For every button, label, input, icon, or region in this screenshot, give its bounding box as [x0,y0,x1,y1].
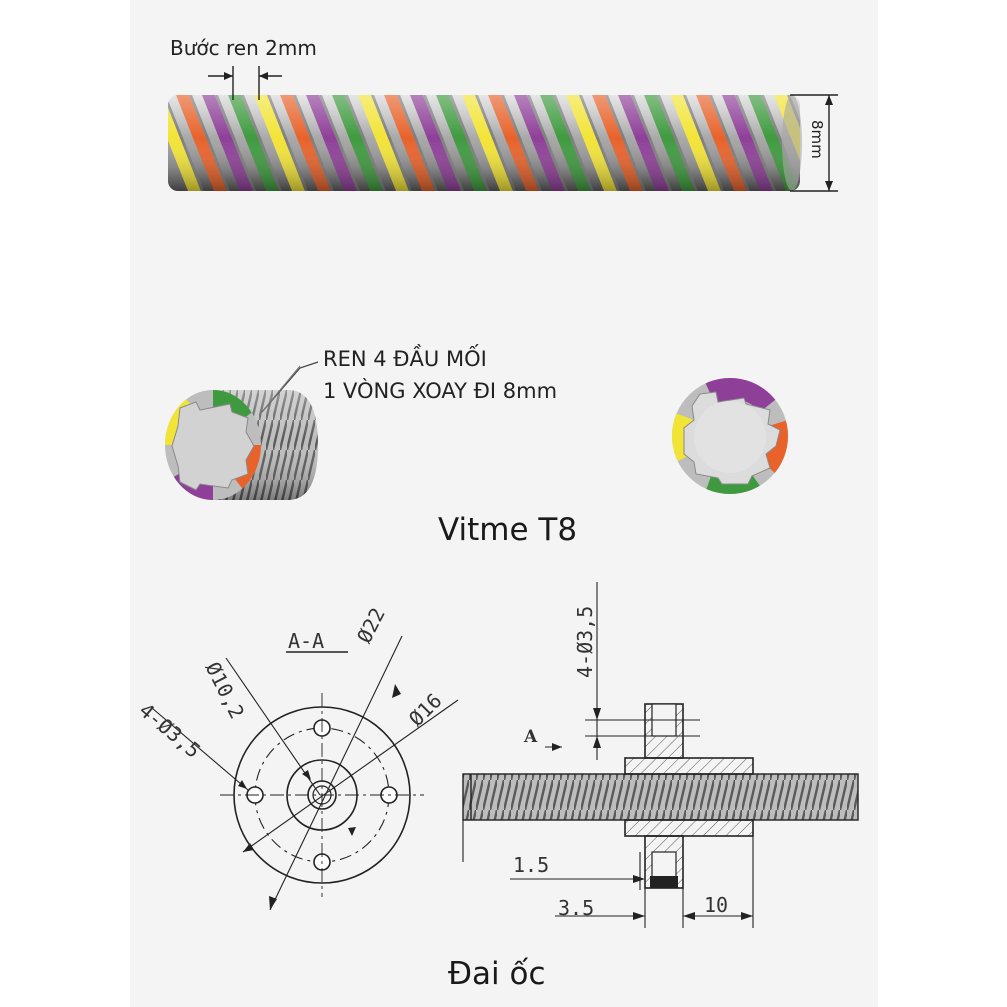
callout-line-2-text: 1 VÒNG XOAY ĐI 8mm [323,379,558,403]
side-dimensions [462,582,754,928]
arrow-d22-top [392,684,401,698]
diameter-dimension [790,94,838,192]
pitch-arrow-right [259,72,268,80]
arrow-section-a [552,743,562,751]
screw-end-view [672,378,788,494]
nut-title: Đai ốc [448,956,546,992]
leader-d22 [269,635,403,911]
flange-recess-bottom [650,876,678,888]
screw-stub-profile [171,401,255,491]
screw-title: Vitme T8 [438,512,578,548]
arrow-d102 [302,770,311,780]
pitch-label: Bước ren 2mm [170,36,317,60]
dim-10: 10 [704,893,729,917]
screw-end-cap [782,95,802,191]
screw-shading [168,95,800,191]
pitch-arrow-left [224,72,233,80]
leader-d102 [225,657,321,796]
cad-screw-thread [463,774,858,820]
arrow-d22-bottom [269,896,277,910]
dim-3-5: 3.5 [558,896,595,920]
arrow-10-right [741,912,753,920]
leader-d16 [242,699,459,853]
callout-line-2 [261,365,301,413]
nut-front-arrows [238,684,401,910]
screw-end-perspective [165,390,318,500]
arrow-d16-in [348,827,356,836]
diameter-label: 8mm [808,120,826,159]
nut-side-section [462,582,859,928]
arrow-hole-bottom [593,736,601,748]
leader-holes-left [151,707,249,791]
centerlines [220,693,424,897]
end-view-core [694,401,766,473]
callout-line-1: REN 4 ĐẦU MỐI [323,347,487,371]
callout-leader [261,361,319,413]
dim-holes-side: 4-Ø3,5 [573,605,597,678]
nut-front-view [151,635,459,911]
side-dim-arrows [552,708,753,920]
section-arrow-label: A [524,727,538,747]
arrow-d16-out [243,843,254,852]
section-label: A-A [288,629,325,653]
dia-arrow-top [825,95,833,105]
dia-arrow-bottom [825,181,833,191]
arrow-hole-top [593,708,601,720]
thread-stripe [826,95,877,191]
arrow-15 [633,875,645,883]
thread-groove [839,95,880,191]
lead-screw-side-view [168,95,880,191]
dim-1-5: 1.5 [513,853,550,877]
pitch-dimension [208,66,282,100]
arrow-35-right [683,912,695,920]
arrow-35-left [633,912,645,920]
nut-body-bottom [624,819,754,837]
arrow-holes-left [238,780,247,789]
nut-body-top [624,757,754,775]
